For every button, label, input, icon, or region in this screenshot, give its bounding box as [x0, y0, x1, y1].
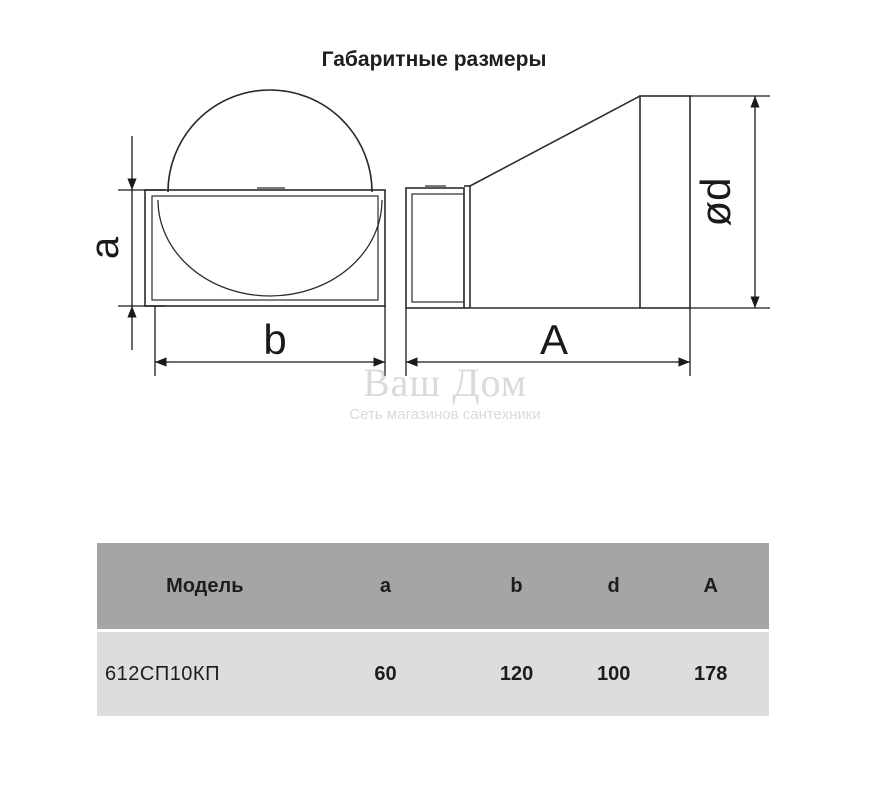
rect-outer: [144, 189, 386, 307]
watermark-logo: Ваш Дом: [362, 360, 528, 405]
cell-model: 612СП10КП: [105, 662, 220, 685]
table-header-row: Модель a b d A: [97, 543, 769, 629]
watermark-subtitle: Сеть магазинов сантехники: [349, 406, 541, 423]
round-outline-top: [167, 89, 373, 193]
rect-inner: [151, 195, 379, 301]
side-view: [405, 95, 691, 309]
header-b: b: [510, 574, 523, 597]
header-A: A: [703, 574, 718, 597]
header-model: Модель: [166, 574, 244, 597]
cell-a: 60: [374, 662, 397, 685]
round-spigot: [639, 95, 691, 309]
taper-top: [469, 95, 641, 187]
header-d: d: [607, 574, 620, 597]
label-b: b: [263, 316, 286, 363]
specs-table: Модель a b d A 612СП10КП 60 120 100 178: [97, 543, 769, 716]
dimension-d: [690, 95, 770, 309]
dimension-a: [118, 136, 165, 350]
label-d: ød: [692, 177, 739, 226]
dimension-b: [154, 306, 386, 376]
cell-b: 120: [499, 662, 534, 685]
cell-A: 178: [694, 662, 728, 685]
dimension-A: [405, 308, 691, 376]
label-a: a: [83, 236, 127, 259]
page-title: Габаритные размеры: [321, 48, 547, 71]
rect-spigot: [405, 187, 465, 309]
front-view: [144, 89, 386, 307]
label-A: A: [540, 316, 568, 363]
dimension-drawing: a b A ød: [83, 89, 770, 376]
cell-d: 100: [596, 662, 631, 685]
table-row: 612СП10КП 60 120 100 178: [97, 632, 769, 716]
header-a: a: [379, 574, 391, 597]
watermark: Ваш Дом Сеть магазинов сантехники: [300, 360, 590, 424]
round-outline-inner: [157, 199, 383, 297]
